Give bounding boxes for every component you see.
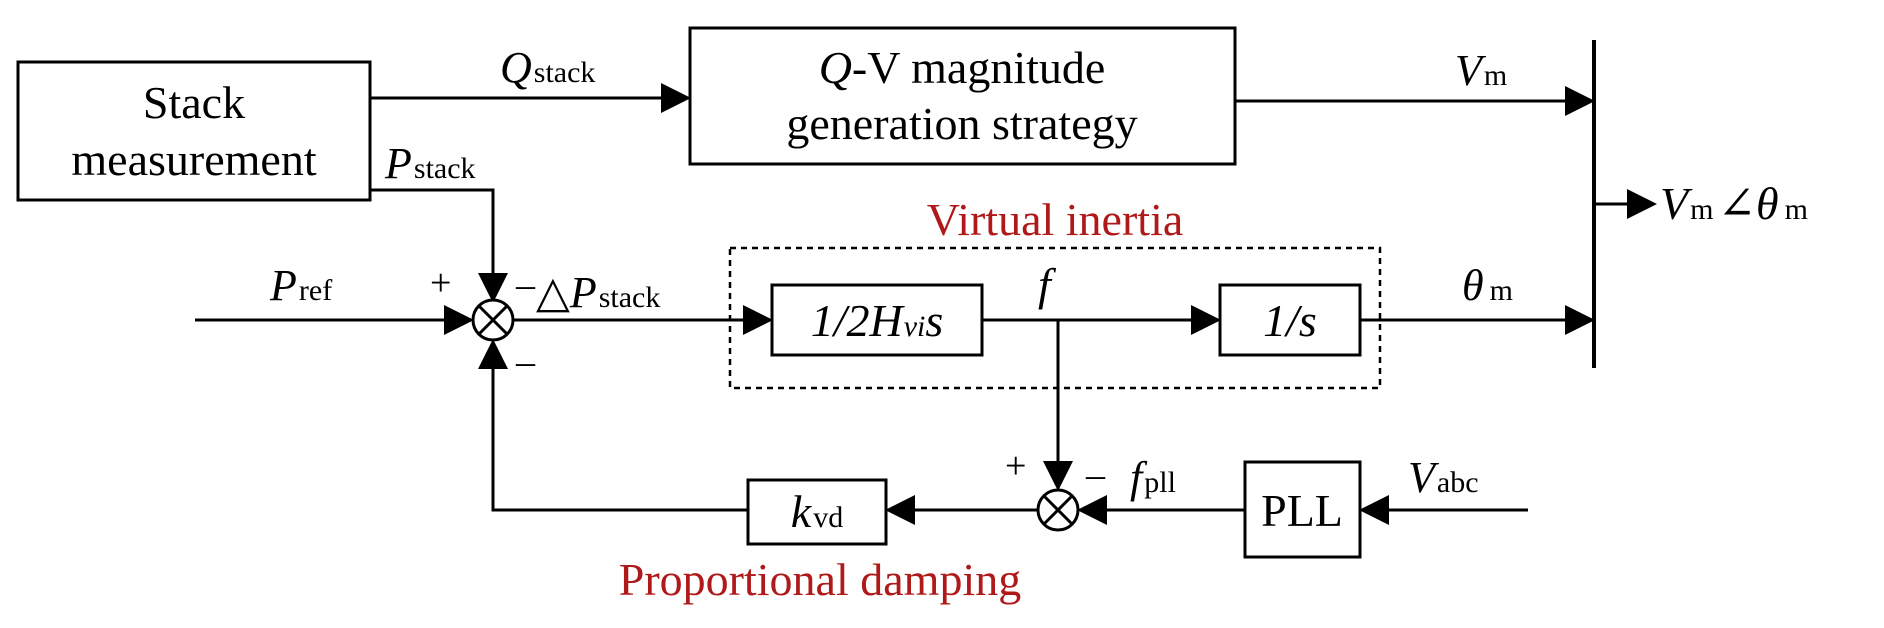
delta-p-stack-label: △Pstack [536,268,660,317]
v-abc-label: Vabc [1408,453,1479,502]
stack-measurement-line1: Stack [143,77,245,128]
sum1-minus-top-sign: – [515,264,536,306]
pll-label: PLL [1261,485,1343,536]
summing-junction-frequency [1036,488,1080,532]
virtual-inertia-label: Virtual inertia [927,194,1184,245]
integrator-label: 1/s [1263,295,1317,346]
inertia-integrator-label: 1/2Hvis [811,295,944,346]
sum2-plus-sign: + [1005,445,1026,487]
summing-junction-power [471,298,515,342]
damping-gain-block: kvd [746,478,888,546]
qv-strategy-block: Q-V magnitude generation strategy [688,26,1237,166]
qv-strategy-line1-rest: -V magnitude [852,42,1105,93]
virtual-inertia-region [728,246,1382,390]
stack-measurement-line2: measurement [71,134,316,185]
stack-measurement-block: Stack measurement [16,60,372,202]
qv-strategy-q: Q [819,42,852,93]
inertia-integrator-block: 1/2Hvis [770,283,984,357]
p-stack-wire [370,188,508,303]
sum1-plus-sign: + [430,262,451,304]
integrator-block: 1/s [1218,283,1362,357]
f-label: f [1038,259,1057,310]
sum2-minus-sign: – [1085,454,1106,496]
proportional-damping-label: Proportional damping [619,554,1021,605]
damping-feedback-wire [478,339,748,512]
v-m-label: Vm [1455,46,1507,95]
qv-strategy-line2: generation strategy [786,98,1137,149]
qv-strategy-line1: Q-V magnitude [819,42,1106,93]
sum1-minus-bottom-sign: – [515,341,536,383]
p-ref-label: Pref [269,261,332,310]
p-stack-label: Pstack [384,139,476,188]
q-stack-label: Qstack [500,43,595,92]
damping-gain-label: kvd [791,486,843,537]
pll-block: PLL [1243,460,1362,559]
f-pll-label: fpll [1130,453,1176,502]
